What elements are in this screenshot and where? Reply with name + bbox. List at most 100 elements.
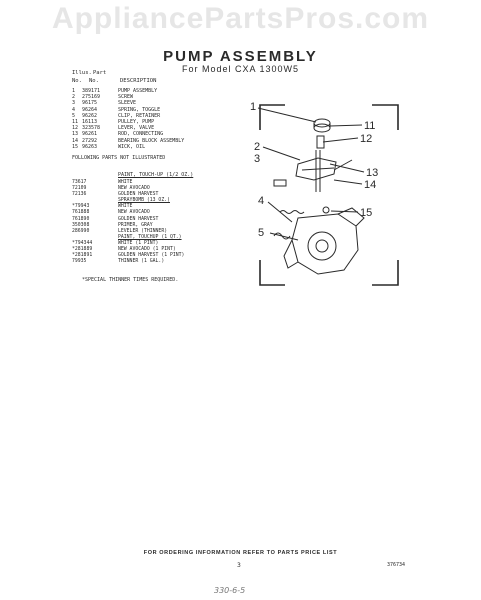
list-item: 4 96264 SPRING, TOGGLE [72,107,184,113]
part-description: LEVELER (THINNER) [118,228,168,234]
part-number: 72136 [72,192,87,198]
part-description: NEW AVOCADO [118,210,150,216]
subheading: PAINT, TOUCHUP (1 QT.) [118,234,182,240]
header-part-no: No. [89,78,99,84]
part-number: 323578 [82,125,101,132]
list-item: *281891 GOLDEN HARVEST (1 PINT) [72,253,184,259]
list-item: 350308 PRIMER, GRAY [72,223,184,229]
list-item: 73617 WHITE [72,180,184,186]
list-item: *79943 WHITE [72,204,184,210]
header-illus: Illus. [72,70,92,76]
part-description: WHITE (1 PINT) [118,240,159,246]
callout-3: 3 [254,153,260,165]
part-description: GOLDEN HARVEST [118,192,159,198]
part-description: WHITE [118,180,133,185]
part-number: 96262 [82,112,98,119]
header-no: No. [72,78,82,84]
part-number: *281889 [72,247,93,253]
part-description: SPRING, TOGGLE [118,106,161,113]
list-item: 286990 LEVELER (THINNER) [72,229,184,235]
part-description: CLIP, RETAINER [118,112,161,119]
page-number: 3 [237,562,241,569]
pump-assembly-diagram: 1 2 3 4 5 11 12 13 14 15 [250,101,399,286]
page-title: PUMP ASSEMBLY [163,48,318,65]
part-description: PUMP ASSEMBLY [118,88,158,94]
part-description: GOLDEN HARVEST [118,216,159,222]
part-description: SLEEVE [118,100,137,107]
document-code: 376734 [387,562,406,568]
list-item: PAINT, TOUCHUP (1 QT.) [72,235,184,241]
part-number: 286990 [72,228,90,234]
part-description: SCREW [118,94,134,101]
part-number: 27292 [82,137,98,144]
list-item: 79935 THINNER (1 GAL.) [72,259,184,265]
callout-2: 2 [254,141,260,153]
list-item: *281889 NEW AVOCADO (1 PINT) [72,247,184,253]
part-number: 350308 [72,222,90,228]
part-number: 275169 [82,94,101,101]
part-number: *79943 [72,204,90,210]
watermark-text: AppliancePartsPros.com [51,2,430,35]
part-description: LEVER, VALVE [118,125,155,132]
part-description: THINNER (1 GAL.) [118,259,165,265]
part-description: NEW AVOCADO [118,186,150,192]
list-item: SPRAYBOMB (13 OZ.) [72,198,184,204]
item-number: 2 [72,94,76,101]
part-number: 96263 [82,143,98,150]
item-number: 11 [72,118,79,125]
list-item: 72136 GOLDEN HARVEST [72,192,184,198]
part-description: PULLEY, PUMP [118,118,155,125]
item-number: 12 [72,125,79,132]
callout-13: 13 [366,167,378,179]
part-description: WHITE [118,204,133,210]
callout-12: 12 [360,133,372,145]
part-number: 96261 [82,131,98,138]
item-number: 5 [72,112,76,119]
part-number: 79935 [72,259,87,265]
subheading: SPRAYBOMB (13 OZ.) [118,198,170,204]
callout-1: 1 [250,101,256,113]
page-subtitle: For Model CXA 1300W5 [181,64,300,74]
part-number: 96264 [82,106,98,113]
ordering-footer: FOR ORDERING INFORMATION REFER TO PARTS … [143,550,338,556]
list-item: 761888 NEW AVOCADO [72,210,184,216]
list-item: 5 96262 CLIP, RETAINER [72,113,184,119]
part-description: WICK, OIL [118,143,146,150]
list-item: 761890 GOLDEN HARVEST [72,217,184,223]
item-number: 4 [72,106,76,113]
part-number: 761890 [72,216,90,222]
item-number: 1 [72,88,76,94]
item-number: 3 [72,100,76,107]
part-description: NEW AVOCADO (1 PINT) [118,247,176,253]
callout-4: 4 [258,195,264,207]
header-description: DESCRIPTION [120,78,157,84]
part-number: 761888 [72,210,90,216]
not-illustrated-note: FOLLOWING PARTS NOT ILLUSTRATED [72,155,166,161]
part-number: 16113 [82,118,98,125]
paint-heading: PAINT, TOUCH-UP (1/2 OZ.) [118,172,194,178]
handwritten-note: 330-6-5 [214,586,246,595]
part-description: GOLDEN HARVEST (1 PINT) [118,253,185,259]
item-number: 13 [72,131,79,138]
part-number: *281891 [72,253,93,259]
special-thinner-note: *SPECIAL THINNER TIMES REQUIRED. [82,277,179,283]
item-number: 14 [72,137,79,144]
part-description: PRIMER, GRAY [118,222,153,228]
callout-11: 11 [364,120,375,132]
header-part: Part [93,70,107,76]
part-number: 73617 [72,180,87,185]
callout-14: 14 [364,179,376,191]
list-item: 2 275169 SCREW [72,94,184,100]
part-description: BEARING BLOCK ASSEMBLY [118,137,185,144]
